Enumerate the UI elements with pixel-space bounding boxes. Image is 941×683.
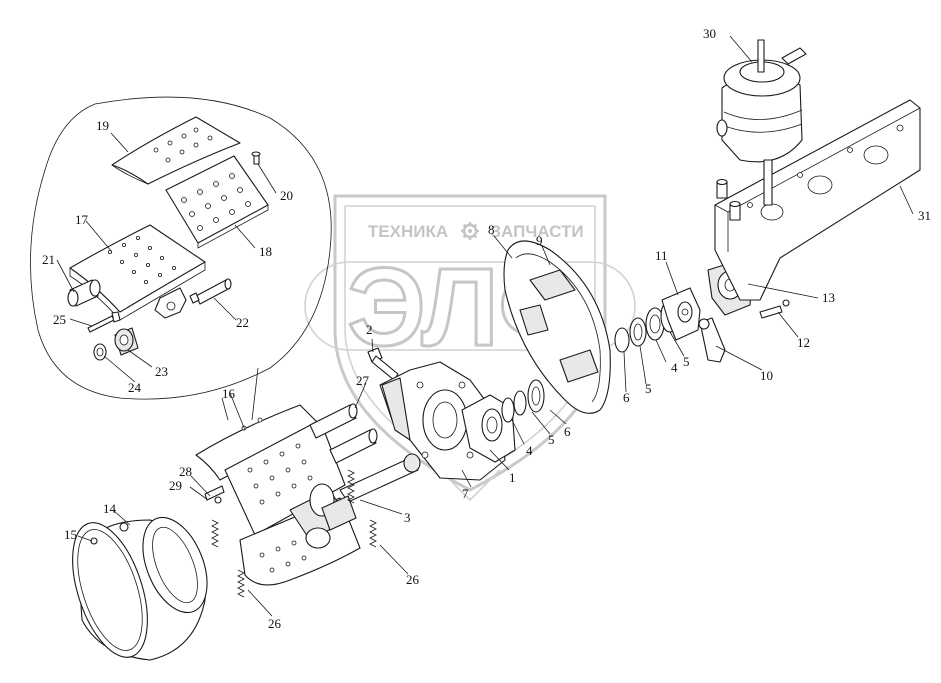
part-16-shoe-assembly (195, 404, 361, 586)
callout-12: 12 (797, 335, 810, 350)
callout-5-mid: 5 (645, 381, 652, 396)
callout-21: 21 (42, 252, 55, 267)
watermark-brand-left: ТЕХНИКА (368, 222, 448, 241)
part-21-bushing (67, 279, 101, 307)
callout-19: 19 (96, 118, 109, 133)
part-24-washer (93, 343, 107, 361)
inset-bubble (30, 96, 332, 421)
callout-labels: 19 20 18 17 21 22 25 23 24 16 27 2 3 26 … (42, 26, 931, 631)
gear-icon (461, 222, 479, 240)
callout-26-left: 26 (268, 616, 282, 631)
callout-6-right: 6 (623, 390, 630, 405)
callout-4-left: 4 (526, 443, 533, 458)
callout-28: 28 (179, 464, 192, 479)
callout-7: 7 (462, 486, 469, 501)
callout-5-right: 5 (683, 354, 690, 369)
callout-15: 15 (64, 527, 77, 542)
part-25-bolt (87, 311, 121, 333)
part-10-adjuster-arm (698, 317, 726, 363)
part-28-29-pin (204, 485, 225, 504)
callout-18: 18 (259, 244, 272, 259)
callout-26-right: 26 (406, 572, 420, 587)
callout-16: 16 (222, 386, 236, 401)
callout-27: 27 (356, 373, 370, 388)
callout-1: 1 (509, 470, 516, 485)
part-8-9-dust-shield (503, 240, 611, 414)
part-3-camshaft (321, 453, 421, 531)
part-4-5-6-seals-left (501, 379, 545, 423)
callout-24: 24 (128, 380, 142, 395)
part-31-frame-bracket (714, 99, 921, 301)
part-22-pin (189, 278, 232, 305)
callout-14: 14 (103, 501, 117, 516)
callout-8: 8 (488, 222, 495, 237)
callout-13: 13 (822, 290, 835, 305)
part-23-roller (114, 327, 139, 356)
callout-25: 25 (53, 312, 66, 327)
part-26-springs (211, 469, 377, 598)
part-14-ring (90, 516, 208, 614)
inset-outline (30, 96, 332, 400)
callout-2: 2 (366, 322, 373, 337)
callout-9: 9 (536, 233, 543, 248)
watermark-brand-right: ЗАПЧАСТИ (490, 222, 583, 241)
callout-17: 17 (75, 212, 89, 227)
part-12-bolt (759, 299, 790, 319)
part-11-bracket (661, 287, 701, 341)
part-30-brake-chamber (716, 39, 807, 206)
part-27-shafts (309, 403, 378, 464)
callout-11: 11 (655, 248, 668, 263)
callout-22: 22 (236, 315, 249, 330)
callout-31: 31 (918, 208, 931, 223)
part-20-rivet (251, 151, 261, 165)
callout-3: 3 (404, 510, 411, 525)
part-2-bolt (367, 347, 399, 381)
part-18-pad (165, 155, 269, 249)
part-17-shoe (69, 224, 206, 321)
callout-29: 29 (169, 478, 182, 493)
callout-10: 10 (760, 368, 773, 383)
callout-20: 20 (280, 188, 293, 203)
leader-lines (56, 35, 914, 617)
callout-6-left: 6 (564, 424, 571, 439)
bracket-bolts (716, 178, 741, 221)
callout-5-left: 5 (548, 432, 555, 447)
callout-23: 23 (155, 364, 168, 379)
callout-30: 30 (703, 26, 716, 41)
callout-4-right: 4 (671, 360, 678, 375)
part-19-lining (111, 116, 241, 185)
